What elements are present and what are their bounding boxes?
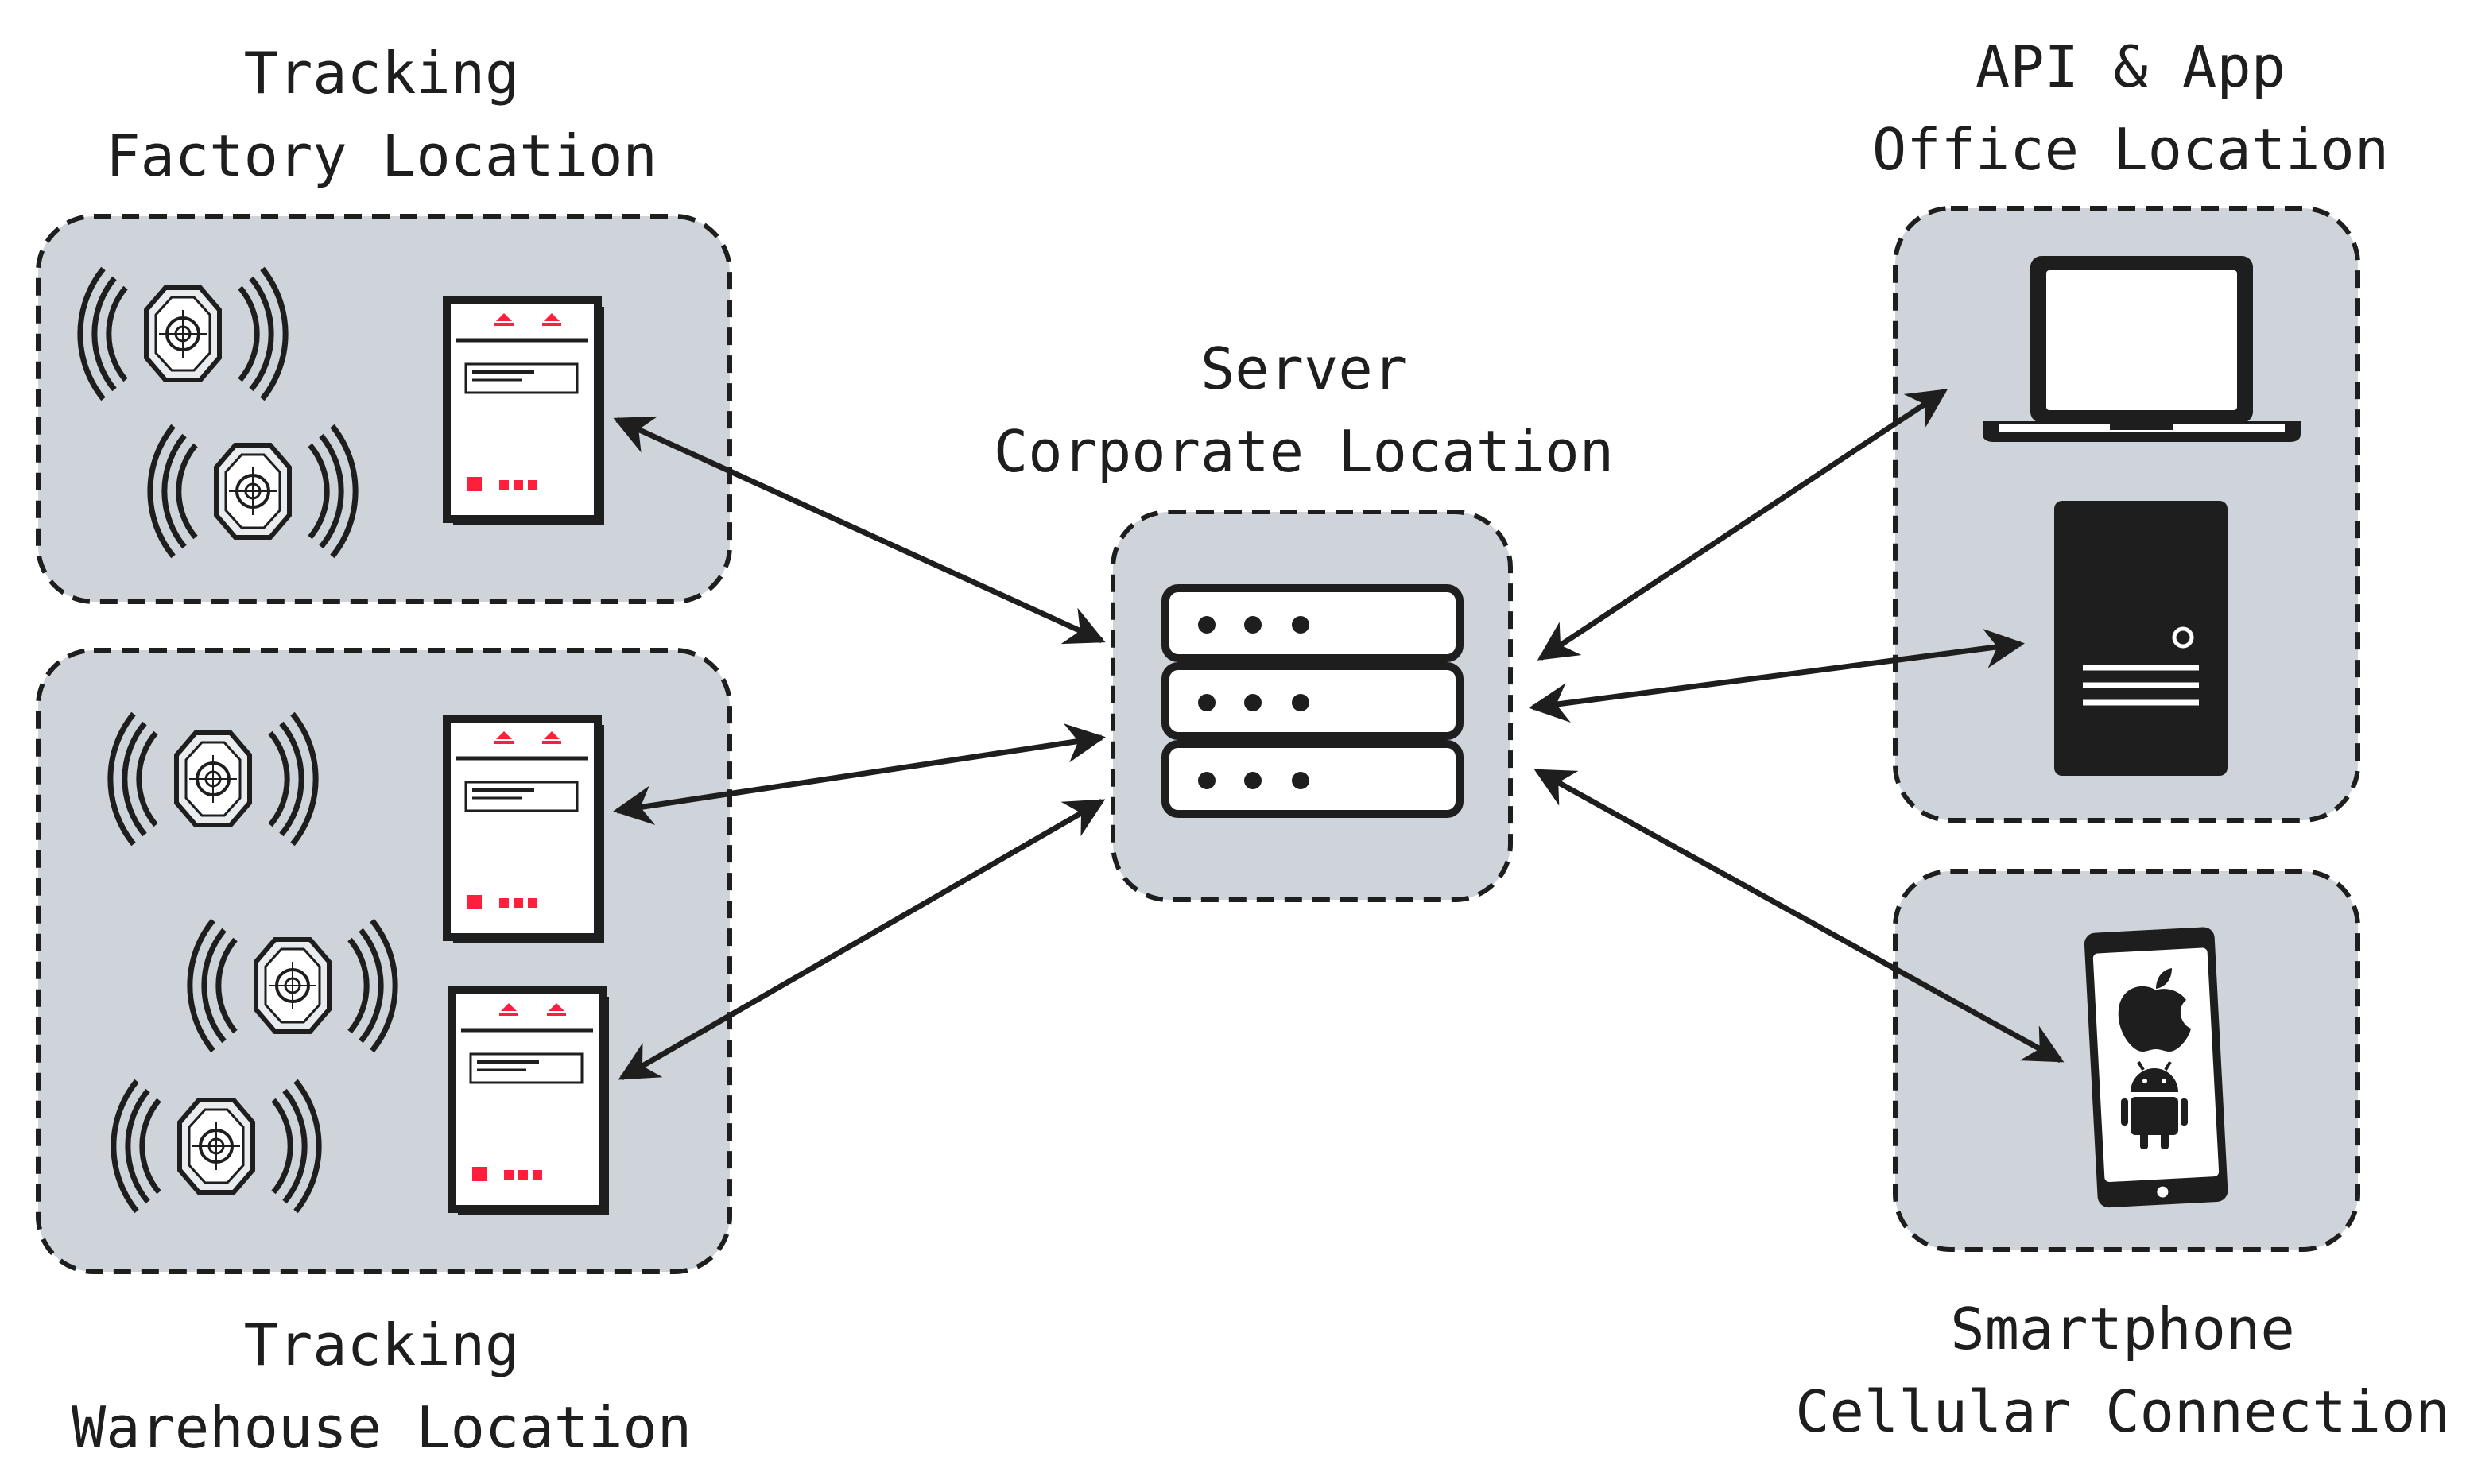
server-to-tablet-arrow <box>1533 768 2065 1064</box>
reader-gateway-icon <box>447 300 604 525</box>
warehouse-reader2-to-server-arrow <box>618 798 1106 1081</box>
smartphone-group-title: Smartphone Cellular Connection <box>1781 1288 2464 1453</box>
reader-gateway-icon <box>447 719 604 943</box>
warehouse-title-line2: Warehouse Location <box>71 1394 692 1461</box>
office-title-line2: Office Location <box>1871 116 2390 183</box>
warehouse-title-line1: Tracking <box>243 1312 520 1378</box>
smartphone-title-line1: Smartphone <box>1950 1296 2295 1362</box>
warehouse-group <box>36 648 732 1274</box>
smartphone-title-line2: Cellular Connection <box>1795 1378 2450 1445</box>
factory-group-title: Tracking Factory Location <box>48 32 715 197</box>
factory-title-line1: Tracking <box>243 40 520 107</box>
server-to-laptop-arrow <box>1537 389 1948 661</box>
factory-title-line2: Factory Location <box>106 122 657 189</box>
desktop-tower-icon <box>2054 501 2228 776</box>
office-title-line1: API & App <box>1975 33 2286 100</box>
warehouse-reader1-to-server-arrow <box>613 723 1106 826</box>
server-title-line2: Corporate Location <box>993 418 1615 485</box>
factory-reader-to-server-arrow <box>613 416 1106 645</box>
apple-logo-icon <box>2118 968 2191 1052</box>
office-group-title: API & App Office Location <box>1797 25 2464 191</box>
server-group-title: Server Corporate Location <box>970 327 1638 493</box>
warehouse-group-title: Tracking Warehouse Location <box>32 1304 731 1469</box>
factory-group <box>36 214 732 604</box>
server-title-line1: Server <box>1200 335 1408 402</box>
reader-gateway-icon <box>452 990 609 1215</box>
server-rack-icon <box>1161 584 1464 818</box>
server-to-desktop-arrow <box>1529 629 2025 723</box>
laptop-icon <box>1983 256 2301 442</box>
android-logo-icon <box>2121 1060 2188 1149</box>
tablet-icon <box>2084 927 2228 1208</box>
